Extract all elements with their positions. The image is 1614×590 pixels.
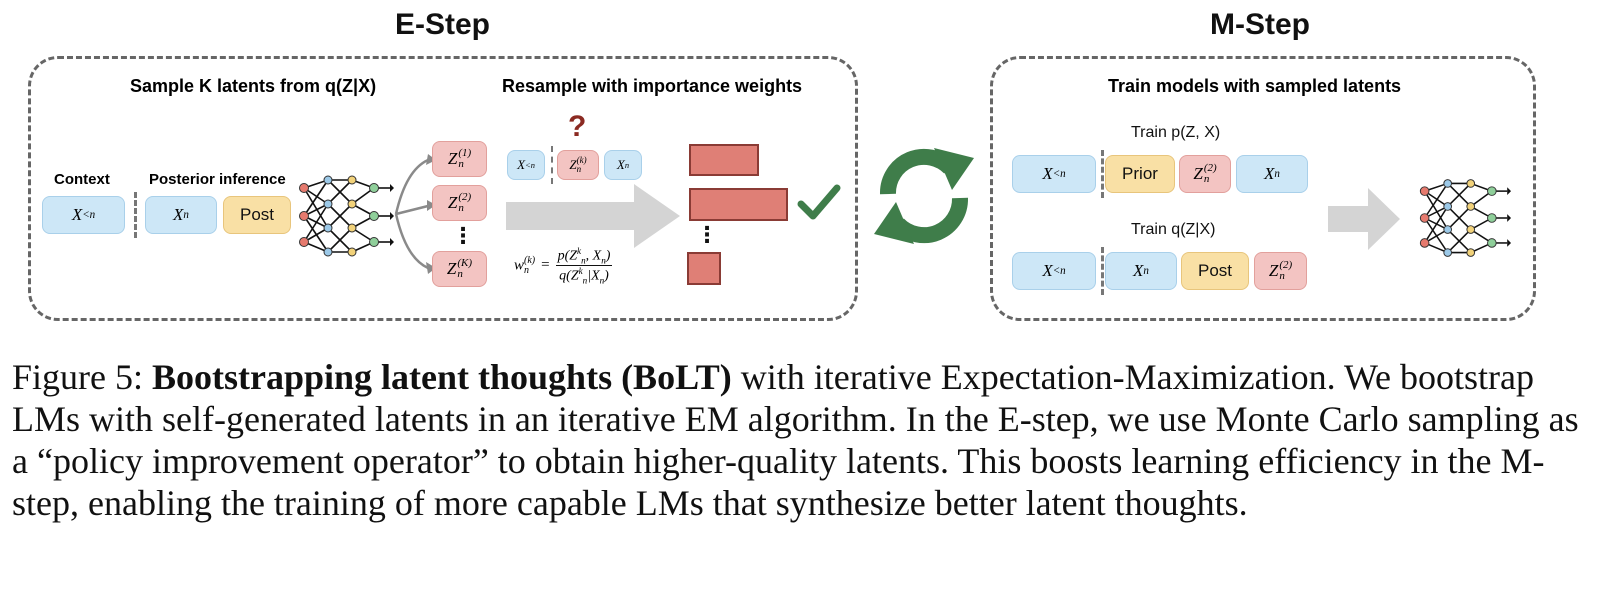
m-post-token: Post — [1181, 252, 1249, 290]
posterior-label: Posterior inference — [149, 171, 286, 188]
cycle-arrows-icon — [874, 148, 974, 244]
separator-small — [551, 146, 553, 184]
neural-network-icon — [299, 175, 394, 257]
prior-token: Prior — [1105, 155, 1175, 193]
m-latent-token-1: Z(2)n — [1179, 155, 1231, 193]
resample-label: Resample with importance weights — [502, 76, 803, 96]
context-token: X<n — [42, 196, 125, 234]
separator — [134, 192, 137, 238]
fan-arrows — [394, 154, 436, 274]
big-arrow-icon — [506, 184, 680, 248]
caption-prefix: Figure 5: — [12, 357, 152, 397]
e-step-title: E-Step — [395, 8, 491, 41]
sample-label: Sample K latents from q(Z|X) — [130, 76, 377, 96]
figure-caption: Figure 5: Bootstrapping latent thoughts … — [12, 356, 1602, 524]
m-separator-2 — [1101, 247, 1104, 295]
weight-bar-2 — [689, 188, 788, 221]
post-token: Post — [223, 196, 291, 234]
m-step-panel — [990, 56, 1536, 321]
m-step-title: M-Step — [1210, 8, 1310, 41]
latent-token-k: Z(K)n — [432, 251, 487, 287]
latent-token-1: Z(1)n — [432, 141, 487, 177]
train-label: Train models with sampled latents — [1108, 76, 1402, 96]
weight-bar-k — [687, 252, 721, 285]
context-label: Context — [54, 171, 110, 188]
neural-network-icon-m — [1419, 179, 1512, 257]
weight-formula: w(k)n = p(Zkn, Xn)q(Zkn|Xn) — [514, 246, 613, 286]
weight-bar-1 — [689, 144, 759, 176]
m-latent-token-2: Z(2)n — [1254, 252, 1307, 290]
latent-dots: ⋮ — [452, 223, 474, 248]
m-context-token-2: X<n — [1012, 252, 1096, 290]
e-step-panel — [28, 56, 858, 321]
caption-bold: Bootstrapping latent thoughts (BoLT) — [152, 357, 732, 397]
train-prior-label: Train p(Z, X) — [1131, 124, 1221, 141]
context-token-small: X<n — [507, 150, 545, 180]
latent-token-small: Z(k)n — [557, 150, 599, 180]
m-arrow-icon — [1328, 188, 1400, 250]
m-separator-1 — [1101, 150, 1104, 198]
checkmark-icon — [797, 184, 841, 220]
latent-token-2: Z(2)n — [432, 185, 487, 221]
m-context-token-1: X<n — [1012, 155, 1096, 193]
train-post-label: Train q(Z|X) — [1131, 221, 1216, 238]
caption-text: with iterative Expectation-Maximization.… — [12, 357, 1579, 523]
question-mark: ? — [568, 110, 587, 143]
weight-dots: ⋮ — [696, 222, 718, 247]
